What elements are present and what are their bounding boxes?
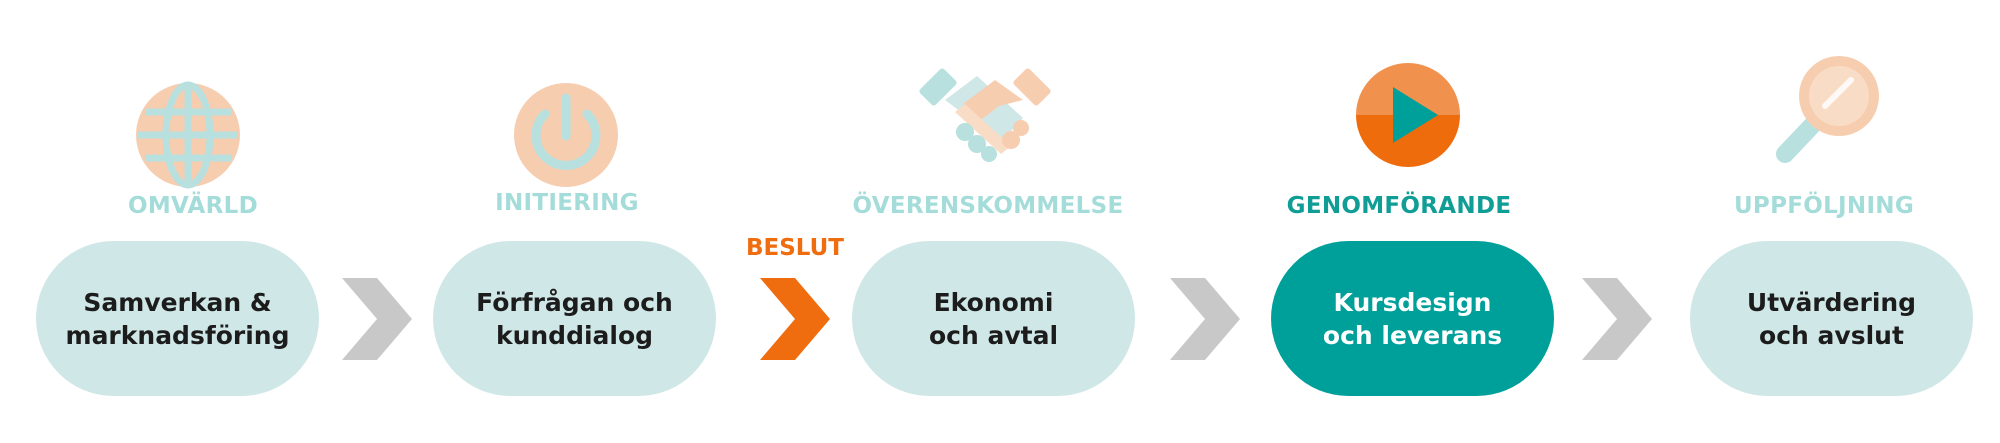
- play-icon: [1343, 50, 1473, 180]
- handshake-icon: [915, 46, 1055, 176]
- phase-box-line: kunddialog: [495, 320, 654, 350]
- magnifier-icon: [1761, 50, 1891, 180]
- power-icon: [501, 70, 631, 200]
- phase-label-omvarld: OMVÄRLD: [127, 193, 259, 219]
- phase-box-omvarld: Samverkan & marknadsföring: [36, 241, 319, 396]
- phase-box-line: Ekonomi: [933, 287, 1054, 317]
- phase-box-line: Samverkan &: [83, 287, 272, 317]
- phase-label-overenskommelse: ÖVERENSKOMMELSE: [852, 193, 1124, 219]
- phase-box-uppfoljning: Utvärdering och avslut: [1690, 241, 1973, 396]
- phase-box-overenskommelse: Ekonomi och avtal: [852, 241, 1135, 396]
- arrow-right-icon: [1582, 278, 1652, 360]
- decision-label: BESLUT: [745, 235, 844, 261]
- decision-arrow-icon: [760, 278, 830, 360]
- phase-box-line: och avslut: [1759, 320, 1904, 350]
- phase-box-line: och leverans: [1322, 320, 1503, 350]
- arrow-right-icon: [1170, 278, 1240, 360]
- phase-box-genomforande: Kursdesign och leverans: [1271, 241, 1554, 396]
- phase-label-genomforande: GENOMFÖRANDE: [1286, 193, 1512, 219]
- phase-box-line: Kursdesign: [1333, 287, 1492, 317]
- phase-box-line: och avtal: [928, 320, 1059, 350]
- phase-box-line: marknadsföring: [65, 320, 290, 350]
- phase-box-line: Utvärdering: [1746, 287, 1917, 317]
- phase-box-initiering: Förfrågan och kunddialog: [433, 241, 716, 396]
- globe-icon: [123, 70, 253, 200]
- phase-box-line: Förfrågan och: [476, 287, 673, 317]
- phase-label-uppfoljning: UPPFÖLJNING: [1733, 193, 1915, 219]
- phase-label-initiering: INITIERING: [495, 190, 639, 216]
- arrow-right-icon: [342, 278, 412, 360]
